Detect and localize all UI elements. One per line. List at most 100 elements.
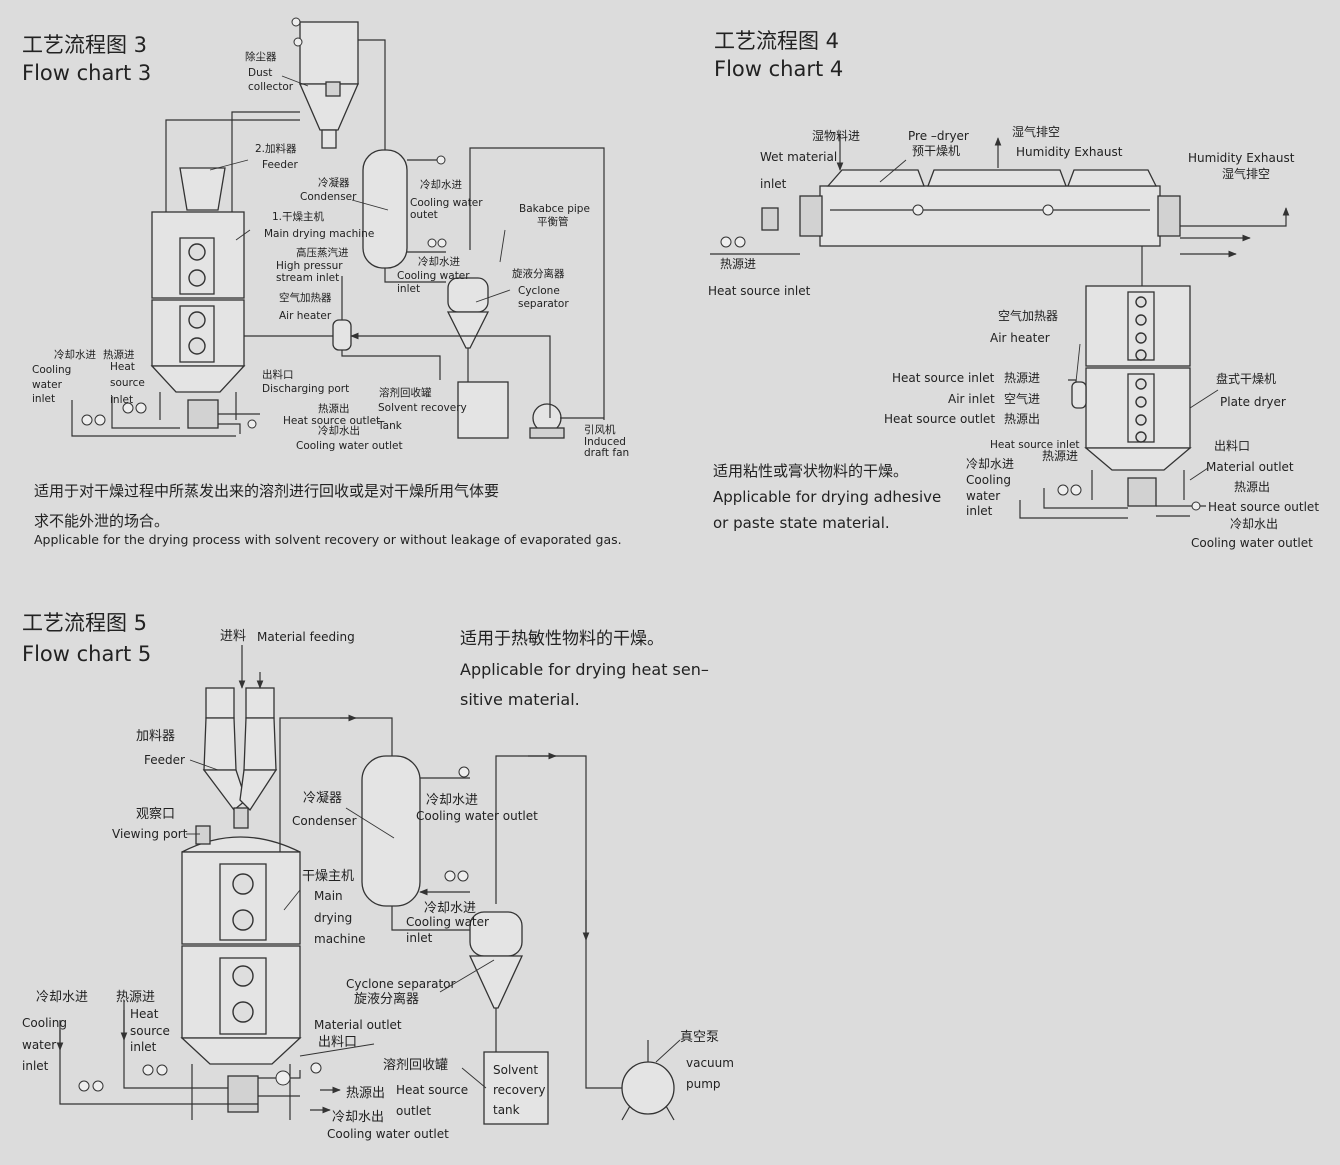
c5-main-en3: machine bbox=[314, 932, 366, 946]
c3-bal-en: Bakabce pipe bbox=[519, 203, 590, 215]
c3-cyc-cn: 旋液分离器 bbox=[512, 267, 565, 280]
c5-cyc-cn: 旋液分离器 bbox=[354, 991, 419, 1007]
c5-cyc-en: Cyclone separator bbox=[346, 977, 455, 991]
c5-vac-en2: pump bbox=[686, 1077, 721, 1091]
c4-hum-cn: 湿气排空 bbox=[1012, 124, 1060, 139]
c4-cwi-en1: Cooling bbox=[966, 473, 1011, 487]
c4-pre-cn: 预干燥机 bbox=[912, 144, 960, 158]
chart3-condenser bbox=[362, 130, 408, 269]
c5-hsi-en2: source bbox=[130, 1024, 170, 1038]
chart5-vacuum-pump bbox=[621, 1040, 675, 1121]
c5-sr-cn: 溶剂回收罐 bbox=[383, 1058, 448, 1073]
c5-cwi2-en1: Cooling water bbox=[406, 915, 489, 929]
c5-feed-cn: 进料 bbox=[220, 629, 246, 644]
c3-cw-out-en1: Cooling water bbox=[410, 197, 483, 209]
chart3-solvent-tank bbox=[457, 381, 509, 439]
c3-dis-cn: 出料口 bbox=[262, 368, 294, 381]
c4-wet-en1: Wet material bbox=[760, 150, 837, 164]
c5-hsi-en3: inlet bbox=[130, 1040, 157, 1054]
c5-desc-en1: Applicable for drying heat sen– bbox=[460, 660, 709, 679]
c3-cw-in-cn: 冷却水进 bbox=[420, 178, 462, 191]
c4-pre-en: Pre –dryer bbox=[908, 129, 969, 143]
c5-cwl-en3: inlet bbox=[22, 1059, 49, 1073]
c3-condenser-en: Condenser bbox=[300, 191, 357, 203]
c5-view-cn: 观察口 bbox=[136, 807, 175, 822]
flow-chart-4: 工艺流程图 4 Flow chart 4 bbox=[708, 29, 1319, 550]
c3-dust-en2: collector bbox=[248, 81, 294, 93]
chart3-cyclone bbox=[446, 277, 490, 349]
c4-hum-en: Humidity Exhaust bbox=[1016, 145, 1123, 159]
c5-hso-en1: Heat source bbox=[396, 1083, 468, 1097]
c4-desc-en1: Applicable for drying adhesive bbox=[713, 488, 941, 506]
c5-cwl-cn: 冷却水进 bbox=[36, 990, 88, 1005]
c5-sr-en1: Solvent bbox=[493, 1063, 538, 1077]
c3-cw-out-en2: outet bbox=[410, 209, 438, 221]
c5-cond-cn: 冷凝器 bbox=[303, 790, 342, 806]
c3-desc-cn1: 适用于对干燥过程中所蒸发出来的溶剂进行回收或是对干燥所用气体要 bbox=[34, 482, 499, 500]
c5-cwl-en2: water bbox=[22, 1038, 56, 1052]
c3-steam-en2: stream inlet bbox=[276, 272, 339, 284]
c5-desc-en2: sitive material. bbox=[460, 690, 580, 709]
c5-view-en: Viewing port bbox=[112, 827, 188, 841]
c3-sr-en1: Solvent recovery bbox=[378, 402, 467, 414]
chart3-title-en: Flow chart 3 bbox=[22, 61, 151, 85]
c5-cwo-en: Cooling water outlet bbox=[416, 809, 538, 823]
c4-hum2-cn: 湿气排空 bbox=[1222, 166, 1270, 181]
c4-r2-cn: 空气进 bbox=[1004, 391, 1040, 406]
c5-feeder-en: Feeder bbox=[144, 753, 185, 767]
c3-steam-cn: 高压蒸汽进 bbox=[296, 246, 349, 259]
c4-wet-en2: inlet bbox=[760, 177, 787, 191]
flow-chart-5: 工艺流程图 5 Flow chart 5 bbox=[22, 611, 734, 1141]
chart3-title-cn: 工艺流程图 3 bbox=[22, 33, 147, 57]
c5-hso-en2: outlet bbox=[396, 1104, 431, 1118]
c4-cwi-en2: water bbox=[966, 489, 1000, 503]
c3-main-cn: 1.干燥主机 bbox=[272, 210, 325, 223]
c3-cw-in2-en2: inlet bbox=[397, 283, 420, 295]
c3-cwl-en2: water bbox=[32, 379, 63, 391]
chart5-title-cn: 工艺流程图 5 bbox=[22, 611, 147, 635]
chart4-plate-dryer bbox=[1084, 285, 1192, 507]
c4-r3-en: Heat source outlet bbox=[884, 412, 995, 426]
c3-hso-en: Heat source outlet bbox=[283, 415, 380, 427]
c3-feeder-cn: 2.加料器 bbox=[255, 142, 297, 155]
c3-desc-en: Applicable for the drying process with s… bbox=[34, 532, 622, 547]
c4-hum2-en: Humidity Exhaust bbox=[1188, 151, 1295, 165]
c4-ah-cn: 空气加热器 bbox=[998, 308, 1058, 323]
c3-cyc-en1: Cyclone bbox=[518, 285, 560, 297]
c3-dust-en1: Dust bbox=[248, 67, 272, 79]
chart5-title-en: Flow chart 5 bbox=[22, 642, 151, 666]
chart3-draft-fan bbox=[529, 403, 565, 439]
c3-cwl-en3: inlet bbox=[32, 393, 55, 405]
c5-feeder-cn: 加料器 bbox=[136, 729, 175, 744]
c3-cwo-cn: 冷却水出 bbox=[318, 424, 360, 437]
c5-main-cn: 干燥主机 bbox=[302, 869, 354, 884]
c3-feeder-en: Feeder bbox=[262, 159, 299, 171]
c3-dust-cn: 除尘器 bbox=[245, 50, 277, 63]
c3-ah-en: Air heater bbox=[279, 310, 332, 322]
c3-cw-in2-cn: 冷却水进 bbox=[418, 255, 460, 268]
c4-r3-cn: 热源出 bbox=[1004, 412, 1040, 426]
c3-hso-cn: 热源出 bbox=[318, 402, 350, 415]
c5-feed-en: Material feeding bbox=[257, 630, 355, 644]
c4-r1-cn: 热源进 bbox=[1004, 371, 1040, 385]
c5-cwi-cn: 冷却水进 bbox=[426, 793, 478, 808]
c4-plate-cn: 盘式干燥机 bbox=[1216, 371, 1276, 386]
c3-fan-cn: 引风机 bbox=[584, 423, 616, 436]
c4-cwi-cn: 冷却水进 bbox=[966, 457, 1014, 471]
chart4-pre-dryer bbox=[761, 169, 1181, 247]
c3-fan-en2: draft fan bbox=[584, 447, 629, 459]
c4-hsi-en: Heat source inlet bbox=[708, 284, 811, 298]
c3-main-en: Main drying machine bbox=[264, 228, 374, 240]
c3-cyc-en2: separator bbox=[518, 298, 569, 310]
flow-chart-3: 工艺流程图 3 Flow chart 3 bbox=[22, 17, 629, 547]
c4-mo-cn: 出料口 bbox=[1214, 439, 1250, 453]
c5-hso-cn: 热源出 bbox=[346, 1086, 385, 1101]
c3-steam-en1: High pressur bbox=[276, 260, 343, 272]
chart5-cyclone bbox=[468, 911, 524, 1009]
c4-desc-en2: or paste state material. bbox=[713, 514, 890, 532]
c3-sr-cn: 溶剂回收罐 bbox=[379, 386, 432, 399]
c5-mo-en: Material outlet bbox=[314, 1018, 402, 1032]
chart5-feeders bbox=[202, 687, 278, 829]
c5-cwo-cn: 冷却水出 bbox=[332, 1110, 384, 1125]
